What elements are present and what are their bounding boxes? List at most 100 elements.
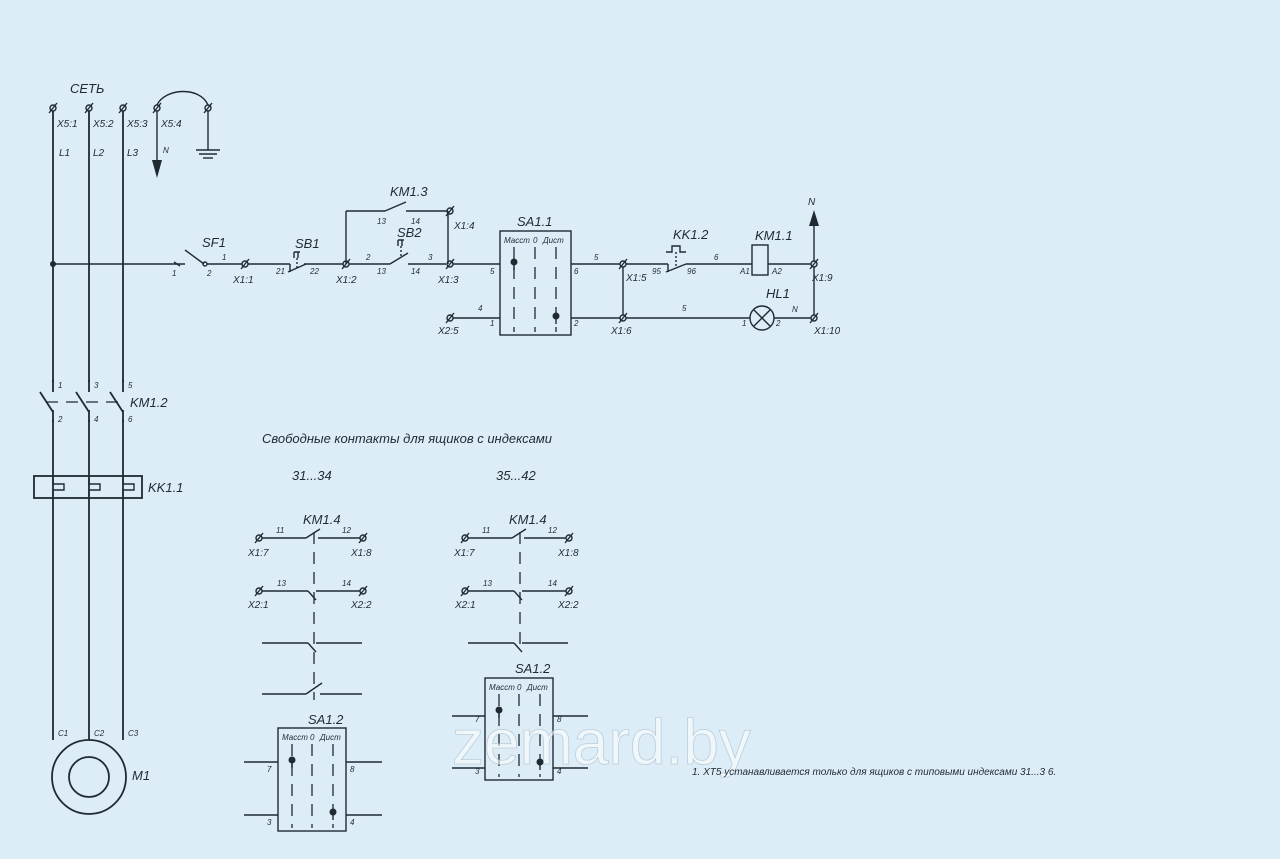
wire-5-bottom-label: 5 <box>682 304 687 313</box>
x1-7-right-label: X1:7 <box>453 548 475 559</box>
x5-4-label: X5:4 <box>160 119 182 130</box>
sa1-1-zero-label: 0 <box>533 236 538 245</box>
hl1-lamp <box>749 305 775 331</box>
hl1-label: HL1 <box>766 286 790 301</box>
km1-1-label: KM1.1 <box>755 228 793 243</box>
sa1-1-selector <box>499 230 572 336</box>
x2-2-right-label: X2:2 <box>557 600 579 611</box>
sa1-2-left-selector <box>244 727 382 832</box>
km1-4-right-pin-14: 14 <box>548 579 557 588</box>
sa1-2-left-pin-4: 4 <box>350 818 355 827</box>
km1-2-label: KM1.2 <box>130 395 168 410</box>
x1-8-left-label: X1:8 <box>350 548 372 559</box>
kk1-2-pin-96: 96 <box>687 267 696 276</box>
kk1-2-label: KK1.2 <box>673 227 709 242</box>
kk1-1-relay <box>33 475 143 499</box>
sf1-pin-1: 1 <box>172 269 176 278</box>
sa1-1-pin-5: 5 <box>490 267 495 276</box>
x2-5-terminal <box>445 312 455 324</box>
km1-3-pin-14: 14 <box>411 217 420 226</box>
x5-2-label: X5:2 <box>92 119 114 130</box>
kk1-2-contact <box>626 245 752 273</box>
kk1-1-label: KK1.1 <box>148 480 183 495</box>
sa1-2-right-zero: 0 <box>517 683 522 692</box>
km1-4-left-group: KM1.4 11 12 X1:7 X1:8 13 14 X2:1 X2:2 <box>247 512 372 700</box>
sa1-2-left-manual: Масст <box>282 733 308 742</box>
sa1-2-right-manual: Масст <box>489 683 515 692</box>
km1-2-pin-5: 5 <box>128 381 133 390</box>
x1-4-label: X1:4 <box>453 221 475 232</box>
n-lamp-label: N <box>792 305 798 314</box>
km1-4-right-group: KM1.4 11 12 X1:7 X1:8 13 14 X2:1 X2:2 <box>453 512 579 653</box>
x1-1-terminal <box>240 258 250 270</box>
l1-label: L1 <box>59 148 70 159</box>
km1-4-left-pin-13: 13 <box>277 579 286 588</box>
c1-label: C1 <box>58 729 68 738</box>
sb1-button <box>248 251 343 273</box>
network-label: СЕТЬ <box>70 81 104 96</box>
sb2-pin-13: 13 <box>377 267 386 276</box>
sf1-pin-2: 2 <box>206 269 212 278</box>
x5-3-label: X5:3 <box>126 119 148 130</box>
km1-4-right-pin-11: 11 <box>482 526 490 535</box>
x2-1-right-label: X2:1 <box>454 600 476 611</box>
n-right-label: N <box>808 197 816 208</box>
sa1-2-left-label: SA1.2 <box>308 712 344 727</box>
wire-6-label: 6 <box>714 253 719 262</box>
sa1-2-right-selector <box>452 677 588 781</box>
km1-4-left-label: KM1.4 <box>303 512 341 527</box>
range-left-label: 31...34 <box>292 468 332 483</box>
x1-2-label: X1:2 <box>335 275 357 286</box>
km1-2-pin-1: 1 <box>58 381 62 390</box>
km1-4-right-label: KM1.4 <box>509 512 547 527</box>
km1-2-pin-4: 4 <box>94 415 99 424</box>
sa1-1-label: SA1.1 <box>517 214 552 229</box>
sa1-2-right-remote: Дист <box>526 683 548 692</box>
wire-3-label: 3 <box>428 253 433 262</box>
sa1-2-left-pin-7: 7 <box>267 765 272 774</box>
x1-4-terminal <box>445 205 455 217</box>
km1-4-right-pin-12: 12 <box>548 526 557 535</box>
m1-label: M1 <box>132 768 150 783</box>
c2-label: C2 <box>94 729 105 738</box>
km1-1-pin-a1: A1 <box>739 267 750 276</box>
terminal-marks <box>48 102 213 114</box>
control-circuit: SF1 1 2 1 X1:1 SB1 21 22 X1:2 KM1.3 <box>53 184 841 337</box>
x1-6-label: X1:6 <box>610 326 632 337</box>
l3-label: L3 <box>127 148 139 159</box>
sa1-2-right-label: SA1.2 <box>515 661 551 676</box>
sa1-2-right-pin-8: 8 <box>557 715 562 724</box>
m1-motor <box>51 739 127 815</box>
km1-4-left-pin-12: 12 <box>342 526 351 535</box>
l2-label: L2 <box>93 148 105 159</box>
sa1-1-remote-label: Дист <box>542 236 564 245</box>
ground-symbol <box>156 90 220 159</box>
range-right-label: 35...42 <box>496 468 537 483</box>
km1-4-left-pin-14: 14 <box>342 579 351 588</box>
installation-note: 1. XT5 устанавливается только для ящиков… <box>692 767 1056 778</box>
km1-1-pin-a2: A2 <box>771 267 782 276</box>
sa1-2-right-pin-4: 4 <box>557 767 562 776</box>
sb1-pin-21: 21 <box>275 267 285 276</box>
sa1-2-left-remote: Дист <box>319 733 341 742</box>
sa1-2-left-pin-3: 3 <box>267 818 272 827</box>
km1-2-pin-6: 6 <box>128 415 133 424</box>
km1-2-pin-3: 3 <box>94 381 99 390</box>
sb1-label: SB1 <box>295 236 320 251</box>
x1-9-label: X1:9 <box>811 273 833 284</box>
kk1-2-pin-95: 95 <box>652 267 661 276</box>
wire-4-label: 4 <box>478 304 483 313</box>
km1-3-contact <box>345 201 449 264</box>
neutral-up-arrow <box>809 210 819 261</box>
sa1-1-manual-label: Масст <box>504 236 530 245</box>
sa1-2-left-zero: 0 <box>310 733 315 742</box>
wire-1-label: 1 <box>222 253 226 262</box>
sf1-breaker <box>173 249 242 267</box>
n-top-label: N <box>163 146 169 155</box>
sa1-1-pin-1: 1 <box>490 319 494 328</box>
sb2-label: SB2 <box>397 225 422 240</box>
sa1-2-right-pin-3: 3 <box>475 767 480 776</box>
km1-1-coil <box>751 244 769 276</box>
c3-label: C3 <box>128 729 139 738</box>
